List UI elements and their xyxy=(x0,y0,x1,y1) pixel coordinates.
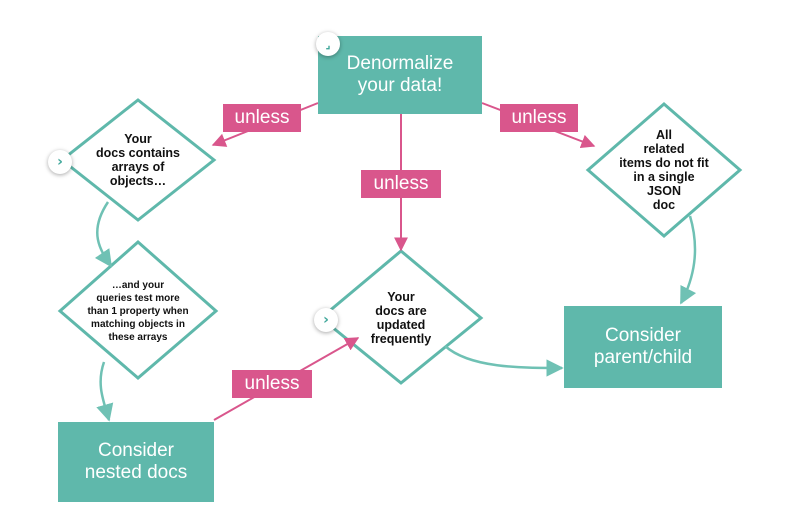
decision-and-queries-text: …and your queries test more than 1 prope… xyxy=(87,279,189,343)
decision-updated-text: Your docs are updated frequently xyxy=(370,290,432,346)
decision-updated-diamond xyxy=(318,249,484,385)
parent-child-node: Consider parent/child xyxy=(564,306,722,388)
decision-and-queries-diamond xyxy=(57,239,219,380)
decision-arrays-text: Your docs contains arrays of objects… xyxy=(95,132,181,188)
edge-label-right: unless xyxy=(500,104,578,132)
chevron-right-icon[interactable]: › xyxy=(48,150,72,174)
arrow-related-to-parent-child xyxy=(679,215,697,305)
edge-label-left: unless xyxy=(223,104,301,132)
decision-related-text: All related items do not fit in a single… xyxy=(619,128,709,212)
decision-arrays-diamond xyxy=(59,98,217,222)
arrow-updated-to-parent-child xyxy=(444,345,564,377)
edge-label-center: unless xyxy=(361,170,441,198)
arrow-and-queries-to-nested xyxy=(96,361,114,422)
arrow-arrays-to-and-queries xyxy=(94,201,113,268)
corner-bracket-icon[interactable]: ⌟ xyxy=(316,32,340,56)
start-node: Denormalize your data! xyxy=(318,36,482,114)
decision-related-diamond xyxy=(585,102,743,238)
nested-docs-node: Consider nested docs xyxy=(58,422,214,502)
chevron-right-icon[interactable]: › xyxy=(314,308,338,332)
edge-label-bottom: unless xyxy=(232,370,312,398)
